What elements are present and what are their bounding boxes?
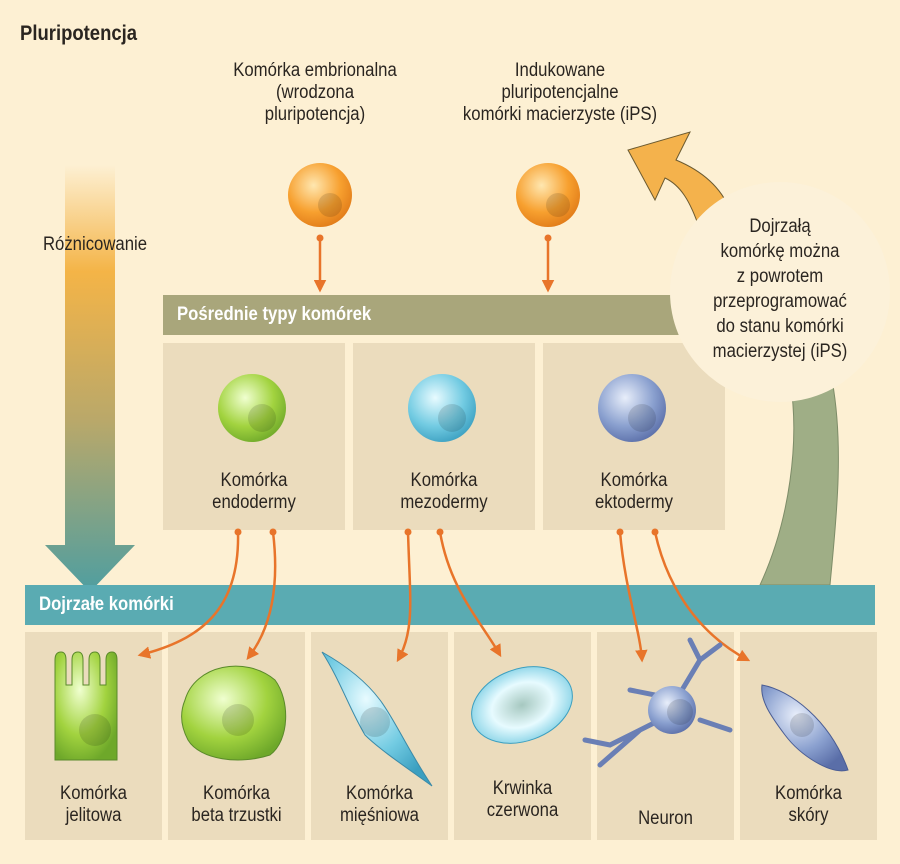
- ips-stem-cell: [516, 163, 580, 227]
- muscle-cell: [321, 651, 433, 787]
- label-line: ektodermy: [594, 492, 674, 513]
- note-line: macierzystej (iPS): [712, 341, 848, 362]
- endoderm-cell: [218, 374, 286, 442]
- label-line: skóry: [788, 805, 829, 826]
- diagram-title: Pluripotencja: [20, 22, 138, 45]
- arrow-to-rbc: [438, 531, 502, 658]
- embryonic-cell-label: Komórka embrionalna (wrodzona pluripoten…: [214, 60, 416, 126]
- arrow-to-skin: [653, 531, 751, 662]
- differentiation-arrow: [45, 165, 135, 592]
- label-line: Komórka: [346, 783, 413, 804]
- arrow-to-neuron: [618, 531, 648, 663]
- label-line: pluripotencjalne: [501, 82, 619, 103]
- reprogram-note-circle: [670, 182, 890, 402]
- label-line: Komórka: [60, 783, 127, 804]
- skin-cell: [761, 684, 849, 772]
- ips-cell-label: Indukowane pluripotencjalne komórki maci…: [446, 60, 675, 126]
- label-line: pluripotencja): [264, 104, 366, 125]
- label-line: Komórka: [775, 783, 842, 804]
- ectoderm-cell: [598, 374, 666, 442]
- label-line: Komórka: [220, 470, 288, 491]
- label-line: Komórka: [600, 470, 668, 491]
- note-line: do stanu komórki: [716, 316, 844, 337]
- note-line: komórkę można: [720, 241, 840, 262]
- beta-cell: [181, 665, 287, 761]
- panel-neuron: [597, 632, 734, 840]
- note-line: Dojrzałą: [749, 216, 811, 237]
- arrow-to-muscle: [396, 531, 412, 663]
- label-line: mezodermy: [400, 492, 488, 513]
- mature-header: Dojrzałe komórki: [25, 585, 875, 625]
- arrow-to-beta: [246, 531, 277, 660]
- label-line: jelitowa: [65, 805, 122, 826]
- label-line: beta trzustki: [191, 805, 282, 826]
- intestinal-cell: [54, 651, 118, 761]
- note-line: przeprogramować: [713, 291, 847, 312]
- differentiation-arrows: [137, 531, 751, 663]
- label-line: czerwona: [486, 800, 559, 821]
- label-line: komórki macierzyste (iPS): [462, 104, 658, 125]
- label-line: Indukowane: [514, 60, 606, 81]
- label-line: endodermy: [212, 492, 296, 513]
- label-line: Neuron: [638, 808, 693, 829]
- intermediate-header: Pośrednie typy komórek: [163, 295, 723, 335]
- arrow-to-intestinal: [137, 531, 240, 659]
- differentiation-label: Różnicowanie: [42, 234, 148, 255]
- embryonic-stem-cell: [288, 163, 352, 227]
- neuron-label: Neuron: [605, 808, 726, 830]
- header-text: Dojrzałe komórki: [39, 594, 174, 615]
- note-line: z powrotem: [736, 266, 824, 287]
- label-line: Komórka: [203, 783, 270, 804]
- cell-nuclei: [79, 699, 814, 746]
- label-line: mięśniowa: [339, 805, 419, 826]
- reprogram-orange-arrow: [627, 131, 731, 231]
- label-line: Komórka: [410, 470, 478, 491]
- label-line: (wrodzona: [275, 82, 355, 103]
- mesoderm-cell: [408, 374, 476, 442]
- header-text: Pośrednie typy komórek: [177, 304, 372, 325]
- red-blood-cell: [471, 666, 573, 744]
- reprogram-note: Dojrzałą komórkę można z powrotem przepr…: [683, 214, 877, 364]
- label-line: Komórka embrionalna: [233, 60, 397, 81]
- label-line: Krwinka: [492, 778, 553, 799]
